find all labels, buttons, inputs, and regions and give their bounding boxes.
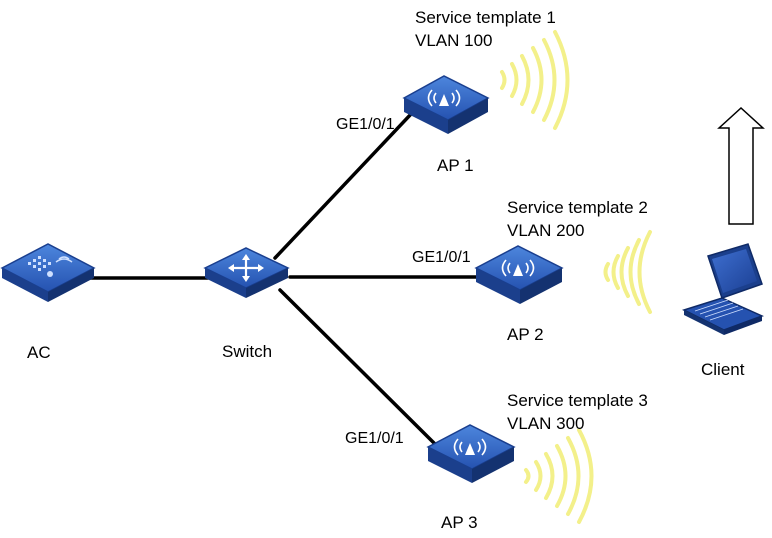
ap1-label: AP 1 bbox=[437, 156, 474, 175]
ap2-service-template: Service template 2 bbox=[507, 198, 648, 217]
ap1-wifi-icon bbox=[427, 89, 461, 107]
ap1-signal bbox=[500, 30, 570, 130]
ap2-port: GE1/0/1 bbox=[412, 249, 471, 266]
ap1-device bbox=[402, 75, 490, 134]
link-switch-ap3 bbox=[278, 288, 439, 448]
switch-device: SWITCH bbox=[203, 247, 290, 306]
ap3-port: GE1/0/1 bbox=[345, 430, 404, 447]
switch-label: Switch bbox=[222, 342, 272, 361]
movement-arrow bbox=[717, 106, 765, 225]
ac-device bbox=[0, 243, 96, 302]
ap3-vlan: VLAN 300 bbox=[507, 414, 585, 433]
ap2-vlan: VLAN 200 bbox=[507, 221, 585, 240]
client-label: Client bbox=[701, 360, 745, 379]
ap3-signal bbox=[524, 428, 594, 524]
ap2-wifi-icon bbox=[501, 259, 535, 277]
ap3-service-template: Service template 3 bbox=[507, 391, 648, 410]
ap1-port: GE1/0/1 bbox=[336, 116, 395, 133]
ap2-label: AP 2 bbox=[507, 325, 544, 344]
ap2-signal bbox=[603, 230, 652, 314]
ap1-vlan: VLAN 100 bbox=[415, 31, 493, 50]
link-switch-ap1 bbox=[273, 111, 414, 260]
ap3-label: AP 3 bbox=[441, 513, 478, 532]
ap3-device bbox=[426, 424, 516, 483]
ap2-device bbox=[474, 245, 564, 304]
switch-arrows-icon bbox=[228, 254, 264, 282]
ap1-service-template: Service template 1 bbox=[415, 8, 556, 27]
client-laptop-icon bbox=[682, 243, 764, 335]
ap3-wifi-icon bbox=[453, 438, 487, 456]
links bbox=[88, 111, 480, 448]
ac-label: AC bbox=[27, 343, 51, 362]
